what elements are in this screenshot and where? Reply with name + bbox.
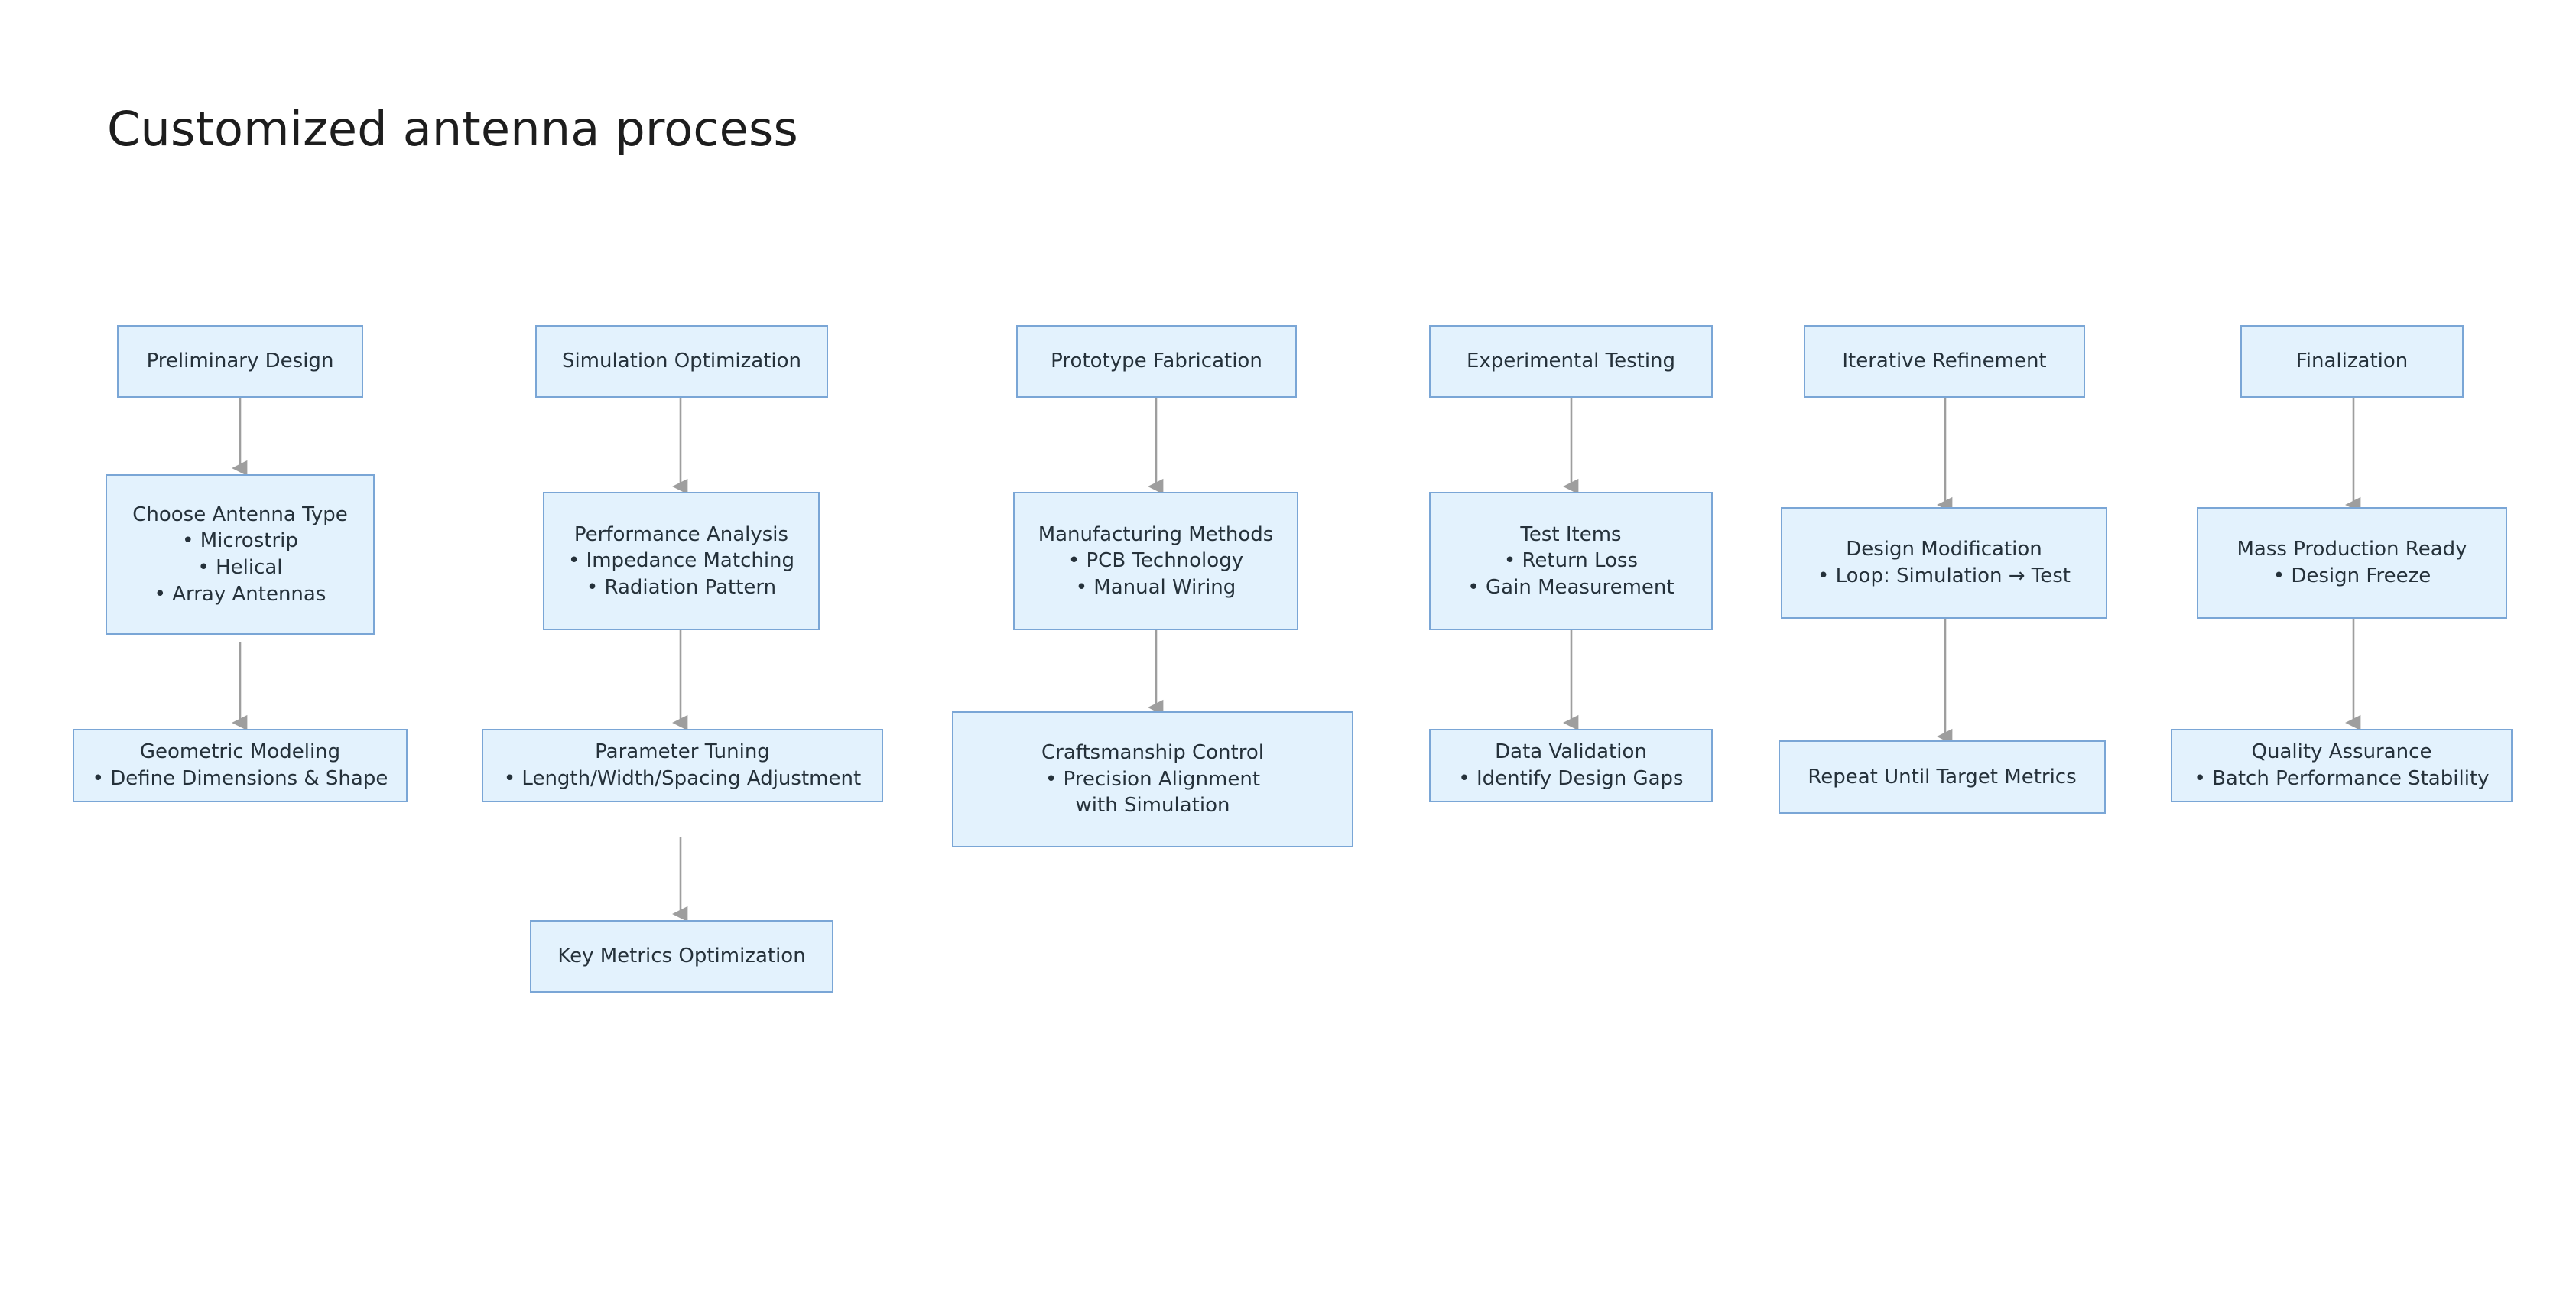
node-title: Finalization bbox=[2295, 350, 2409, 373]
node-simulation-optimization[interactable]: Simulation Optimization bbox=[535, 325, 828, 398]
node-bullet: • Helical bbox=[197, 556, 283, 579]
node-bullet-list: • Length/Width/Spacing Adjustment bbox=[504, 766, 861, 792]
node-geometric-modeling[interactable]: Geometric Modeling • Define Dimensions &… bbox=[73, 729, 408, 802]
node-performance-analysis[interactable]: Performance Analysis • Impedance Matchin… bbox=[543, 492, 820, 630]
page-title: Customized antenna process bbox=[107, 101, 798, 157]
node-bullet: • Length/Width/Spacing Adjustment bbox=[503, 767, 862, 790]
node-bullet-list: • Define Dimensions & Shape bbox=[93, 766, 388, 792]
node-title: Design Modification bbox=[1846, 538, 2042, 561]
node-bullet-list: • Return Loss • Gain Measurement bbox=[1467, 548, 1674, 600]
node-bullet: • Loop: Simulation → Test bbox=[1817, 564, 2071, 587]
node-bullet: • Return Loss bbox=[1503, 549, 1639, 573]
node-preliminary-design[interactable]: Preliminary Design bbox=[117, 325, 363, 398]
node-title: Craftsmanship Control bbox=[1041, 741, 1264, 765]
node-bullet-list: • Design Freeze bbox=[2273, 563, 2431, 590]
node-test-items[interactable]: Test Items • Return Loss • Gain Measurem… bbox=[1429, 492, 1713, 630]
node-bullet: • Impedance Matching bbox=[567, 549, 795, 573]
node-bullet: • Radiation Pattern bbox=[586, 575, 777, 599]
node-title: Iterative Refinement bbox=[1842, 350, 2047, 373]
node-title: Manufacturing Methods bbox=[1038, 522, 1274, 546]
node-bullet: • Define Dimensions & Shape bbox=[92, 767, 388, 790]
node-title: Data Validation bbox=[1495, 740, 1647, 764]
node-experimental-testing[interactable]: Experimental Testing bbox=[1429, 325, 1713, 398]
node-bullet: • Batch Performance Stability bbox=[2194, 767, 2490, 790]
node-design-modification[interactable]: Design Modification • Loop: Simulation →… bbox=[1781, 507, 2107, 619]
node-title: Test Items bbox=[1520, 522, 1622, 546]
node-bullet-list: • Loop: Simulation → Test bbox=[1817, 563, 2071, 590]
node-quality-assurance[interactable]: Quality Assurance • Batch Performance St… bbox=[2171, 729, 2513, 802]
node-bullet-list: • Batch Performance Stability bbox=[2194, 766, 2489, 792]
node-data-validation[interactable]: Data Validation • Identify Design Gaps bbox=[1429, 729, 1713, 802]
node-bullet-list: • Impedance Matching • Radiation Pattern bbox=[568, 548, 794, 600]
node-repeat-until-target-metrics[interactable]: Repeat Until Target Metrics bbox=[1779, 740, 2106, 814]
node-title: Performance Analysis bbox=[573, 522, 789, 546]
node-bullet: • Microstrip bbox=[182, 529, 298, 553]
node-iterative-refinement[interactable]: Iterative Refinement bbox=[1804, 325, 2085, 398]
node-title: Quality Assurance bbox=[2251, 740, 2432, 764]
node-bullet: • Design Freeze bbox=[2272, 564, 2431, 587]
node-craftsmanship-control[interactable]: Craftsmanship Control • Precision Alignm… bbox=[952, 711, 1353, 847]
node-title: Repeat Until Target Metrics bbox=[1808, 765, 2077, 789]
node-bullet-list: • Identify Design Gaps bbox=[1458, 766, 1683, 792]
node-bullet: • Precision Alignment with Simulation bbox=[1044, 767, 1261, 818]
node-mass-production-ready[interactable]: Mass Production Ready • Design Freeze bbox=[2197, 507, 2507, 619]
node-bullet: • Array Antennas bbox=[154, 582, 326, 606]
node-title: Preliminary Design bbox=[146, 350, 334, 373]
node-bullet: • Identify Design Gaps bbox=[1458, 767, 1684, 790]
node-title: Prototype Fabrication bbox=[1051, 350, 1262, 373]
node-title: Choose Antenna Type bbox=[132, 503, 348, 526]
node-title: Geometric Modeling bbox=[139, 740, 341, 764]
node-bullet: • Gain Measurement bbox=[1467, 575, 1675, 599]
node-finalization[interactable]: Finalization bbox=[2240, 325, 2464, 398]
node-choose-antenna-type[interactable]: Choose Antenna Type • Microstrip • Helic… bbox=[106, 474, 375, 635]
node-title: Key Metrics Optimization bbox=[557, 945, 806, 968]
node-bullet-list: • PCB Technology • Manual Wiring bbox=[1068, 548, 1243, 600]
node-title: Mass Production Ready bbox=[2237, 538, 2467, 561]
node-bullet-list: • Precision Alignment with Simulation bbox=[1027, 766, 1279, 819]
node-title: Parameter Tuning bbox=[595, 740, 770, 764]
node-bullet: • Manual Wiring bbox=[1075, 575, 1236, 599]
node-bullet-list: • Microstrip • Helical • Array Antennas bbox=[154, 528, 326, 607]
node-title: Experimental Testing bbox=[1466, 350, 1676, 373]
node-bullet: • PCB Technology bbox=[1067, 549, 1244, 573]
node-manufacturing-methods[interactable]: Manufacturing Methods • PCB Technology •… bbox=[1013, 492, 1298, 630]
node-key-metrics-optimization[interactable]: Key Metrics Optimization bbox=[530, 920, 833, 993]
node-prototype-fabrication[interactable]: Prototype Fabrication bbox=[1016, 325, 1297, 398]
node-title: Simulation Optimization bbox=[561, 350, 802, 373]
node-parameter-tuning[interactable]: Parameter Tuning • Length/Width/Spacing … bbox=[482, 729, 883, 802]
